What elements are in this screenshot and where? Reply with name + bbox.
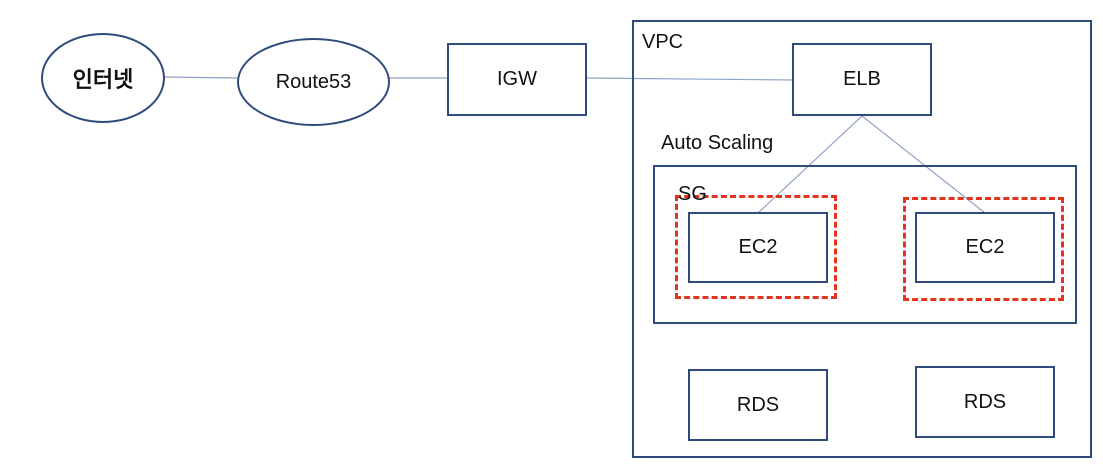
- rds-right-node: RDS: [915, 366, 1055, 438]
- rds-left-node: RDS: [688, 369, 828, 441]
- vpc-label: VPC: [642, 31, 684, 53]
- auto-scaling-group: [653, 165, 1077, 324]
- rds-left-label: RDS: [736, 393, 780, 416]
- security-group-left: [675, 195, 837, 299]
- auto-scaling-label: Auto Scaling: [661, 132, 774, 154]
- igw-node: IGW: [447, 43, 587, 116]
- vpc-group: [632, 20, 1092, 458]
- ec2-right-label: EC2: [965, 236, 1005, 258]
- security-group-right: [903, 197, 1064, 301]
- edge-igw-elb: [585, 77, 794, 81]
- internet-node: 인터넷: [41, 33, 165, 123]
- route53-label: Route53: [275, 70, 352, 93]
- route53-node: Route53: [237, 38, 390, 126]
- edge-internet-route53: [163, 76, 239, 79]
- internet-label: 인터넷: [72, 68, 134, 93]
- edge-elb-ec2-right: [861, 115, 986, 214]
- ec2-left-label: EC2: [738, 236, 778, 258]
- rds-right-label: RDS: [963, 390, 1007, 413]
- ec2-left-node: EC2: [688, 212, 828, 283]
- elb-label: ELB: [843, 68, 881, 90]
- elb-node: ELB: [792, 43, 932, 116]
- igw-label: IGW: [497, 68, 537, 90]
- ec2-right-node: EC2: [915, 212, 1055, 283]
- sg-label: SG: [678, 183, 707, 205]
